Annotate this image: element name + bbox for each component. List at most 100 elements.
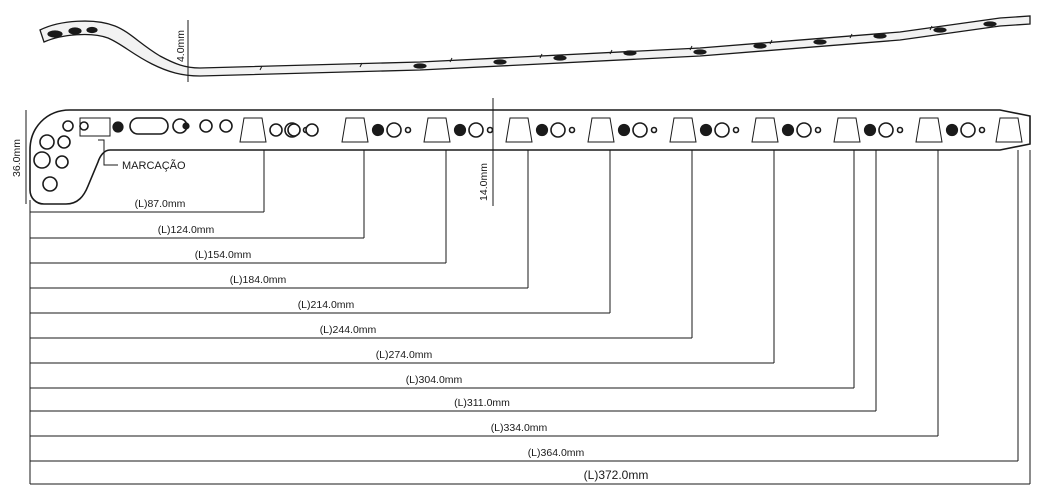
segment-separator	[833, 117, 861, 143]
length-dimension: (L)154.0mm	[30, 150, 447, 264]
side-view: 4.0mm	[39, 15, 1031, 82]
length-label: (L)154.0mm	[195, 249, 252, 261]
head-hole	[79, 121, 89, 131]
shaft-hole	[863, 123, 877, 137]
shaft-hole	[896, 126, 904, 134]
length-dimension: (L)124.0mm	[30, 150, 365, 239]
length-label: (L)311.0mm	[454, 397, 510, 409]
length-dimension: (L)87.0mm	[30, 150, 265, 213]
shaft-hole	[632, 122, 648, 138]
side-hole	[623, 50, 637, 56]
shaft-hole	[269, 123, 283, 137]
side-hole	[86, 26, 98, 34]
marking-area	[79, 117, 111, 137]
head-hole	[55, 155, 69, 169]
shaft-hole	[386, 122, 402, 138]
length-dimension: (L)184.0mm	[30, 150, 529, 289]
shaft-segments	[239, 117, 1023, 143]
length-dimension: (L)274.0mm	[30, 150, 775, 364]
side-view-holes	[413, 21, 997, 69]
shaft-hole	[945, 123, 959, 137]
shaft-hole	[650, 126, 658, 134]
shaft-segment	[505, 117, 576, 143]
shaft-hole	[568, 126, 576, 134]
length-label: (L)274.0mm	[376, 349, 433, 361]
shaft-segment	[423, 117, 494, 143]
head-hole	[62, 120, 74, 132]
segment-separator	[669, 117, 697, 143]
length-label: (L)364.0mm	[528, 447, 585, 459]
side-hole	[493, 59, 507, 65]
head-holes	[33, 117, 233, 192]
side-hole	[693, 49, 707, 55]
shaft-hole	[732, 126, 740, 134]
shaft-segment	[833, 117, 904, 143]
length-label: (L)372.0mm	[584, 468, 649, 482]
shaft-hole	[814, 126, 822, 134]
head-hole	[219, 119, 233, 133]
segment-separator	[505, 117, 533, 143]
length-dimension: (L)214.0mm	[30, 150, 611, 314]
shaft-segment	[587, 117, 658, 143]
head-hole	[33, 151, 51, 169]
shaft-hole	[699, 123, 713, 137]
head-hole	[57, 135, 71, 149]
side-hole	[813, 39, 827, 45]
shaft-hole	[781, 123, 795, 137]
segment-separator	[341, 117, 369, 143]
shaft-hole	[878, 122, 894, 138]
length-label: (L)87.0mm	[135, 198, 186, 210]
shaft-hole	[486, 126, 494, 134]
slot-hole	[129, 117, 169, 135]
side-hole	[68, 27, 82, 35]
head-hole	[199, 119, 213, 133]
shaft-hole	[287, 123, 301, 137]
head-hole	[39, 134, 55, 150]
length-label: (L)184.0mm	[230, 274, 287, 286]
length-dimension: (L)304.0mm	[30, 150, 855, 389]
top-view: 36.0mm 14.0mm MARCAÇÃO	[11, 98, 1031, 206]
shaft-segment	[669, 117, 740, 143]
marking-leader	[98, 139, 118, 166]
side-hole	[933, 27, 947, 33]
marking-label: MARCAÇÃO	[122, 159, 186, 172]
length-dimension: (L)364.0mm	[30, 150, 1019, 462]
segment-separator	[587, 117, 615, 143]
length-dimension: (L)244.0mm	[30, 150, 693, 339]
segment-separator	[915, 117, 943, 143]
side-hole	[47, 30, 63, 38]
length-label: (L)304.0mm	[406, 374, 463, 386]
length-label: (L)214.0mm	[298, 299, 355, 311]
head-hole	[42, 176, 58, 192]
shaft-hole	[453, 123, 467, 137]
length-dimension: (L)311.0mm	[30, 150, 877, 412]
shaft-hole	[796, 122, 812, 138]
shaft-segment	[915, 117, 986, 143]
shaft-segment	[751, 117, 822, 143]
width-label: 14.0mm	[478, 163, 490, 201]
length-dimension: (L)372.0mm	[30, 150, 1031, 485]
shaft-hole	[617, 123, 631, 137]
length-label: (L)124.0mm	[158, 224, 215, 236]
segment-separator	[423, 117, 451, 143]
length-label: (L)334.0mm	[491, 422, 548, 434]
segment-separator	[995, 117, 1023, 143]
shaft-hole	[371, 123, 385, 137]
shaft-hole	[468, 122, 484, 138]
segment-separator	[239, 117, 267, 143]
segment-separator	[751, 117, 779, 143]
thickness-label: 4.0mm	[175, 30, 187, 62]
shaft-segment	[995, 117, 1023, 143]
height-label: 36.0mm	[11, 139, 23, 177]
shaft-hole	[978, 126, 986, 134]
side-segment-marks	[259, 25, 933, 71]
shaft-hole	[404, 126, 412, 134]
side-hole	[413, 63, 427, 69]
side-hole	[553, 55, 567, 61]
shaft-segment	[341, 117, 412, 143]
head-hole	[182, 122, 190, 130]
side-hole	[983, 21, 997, 27]
shaft-hole	[714, 122, 730, 138]
shaft-hole	[535, 123, 549, 137]
